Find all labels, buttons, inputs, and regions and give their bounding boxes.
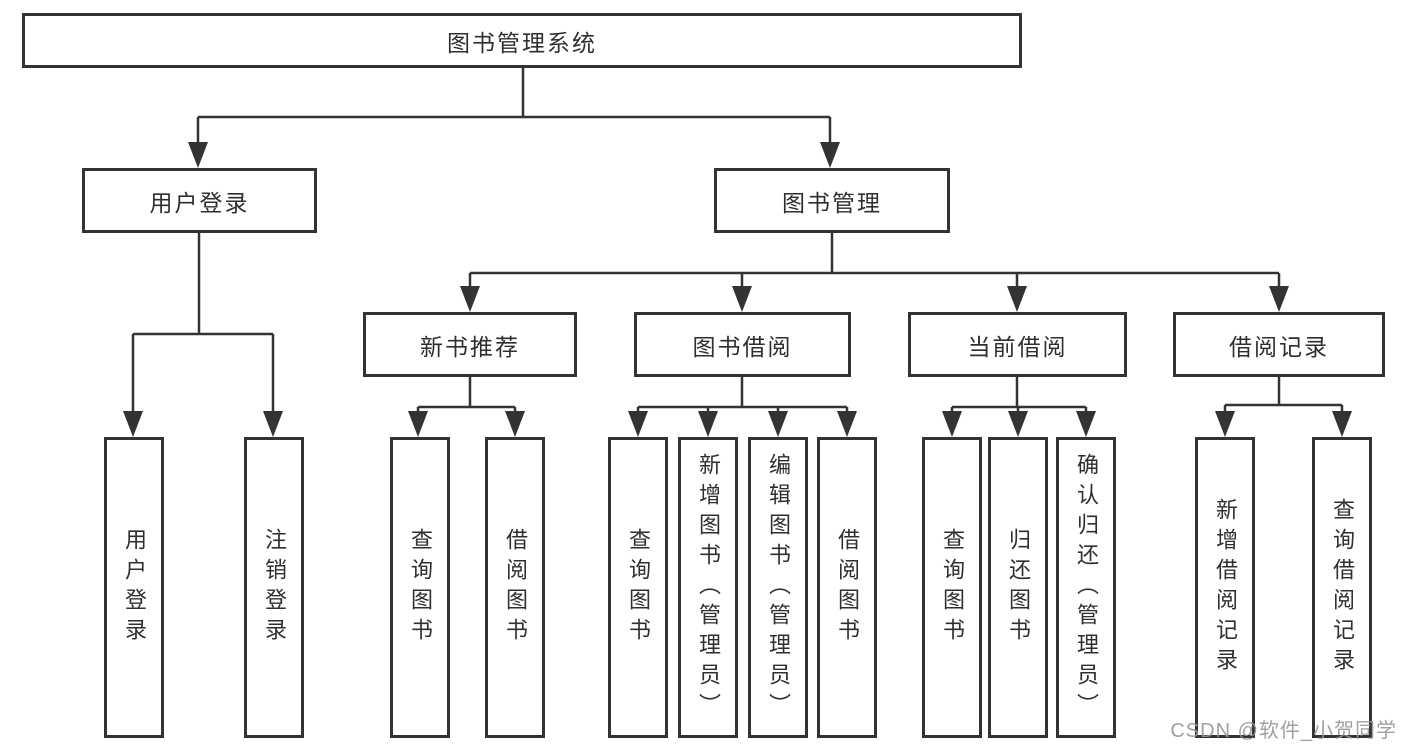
connector-user-login-to-leaves: [131, 233, 275, 418]
connector-lines: [131, 68, 1344, 418]
leaf-add-book-admin: 新增图书（管理员）: [678, 437, 738, 738]
arrow-down-icon: [123, 411, 143, 437]
connector-root-to-level2: [196, 68, 832, 148]
leaf-query-book-current: 查询图书: [922, 437, 982, 738]
node-book-management: 图书管理: [714, 168, 950, 233]
leaf-borrow-book: 借阅图书: [817, 437, 877, 738]
node-user-login: 用户登录: [82, 168, 317, 233]
arrow-down-icon: [263, 411, 283, 437]
connector-book-borrow-to-leaves: [636, 377, 849, 418]
arrow-down-icon: [1269, 286, 1289, 312]
arrow-down-icon: [768, 411, 788, 437]
leaf-query-book-borrow: 查询图书: [608, 437, 668, 738]
arrow-down-icon: [698, 411, 718, 437]
leaf-borrow-book-recommend: 借阅图书: [485, 437, 545, 738]
arrow-down-icon: [188, 142, 208, 168]
connector-borrow-record-to-leaves: [1223, 377, 1344, 418]
leaf-user-login: 用户登录: [104, 437, 164, 738]
arrow-down-icon: [1332, 411, 1352, 437]
arrow-down-icon: [732, 286, 752, 312]
leaf-edit-book-admin: 编辑图书（管理员）: [748, 437, 808, 738]
leaf-logout: 注销登录: [244, 437, 304, 738]
node-new-book-recommend: 新书推荐: [363, 312, 577, 377]
arrow-down-icon: [1076, 411, 1096, 437]
connector-new-book-to-leaves: [416, 377, 517, 418]
node-book-borrow: 图书借阅: [634, 312, 851, 377]
arrow-down-icon: [1215, 411, 1235, 437]
arrow-down-icon: [1008, 411, 1028, 437]
leaf-query-book-recommend: 查询图书: [390, 437, 450, 738]
arrow-down-icon: [505, 411, 525, 437]
connector-book-management-to-level3: [468, 233, 1281, 292]
leaf-confirm-return-admin: 确认归还（管理员）: [1056, 437, 1116, 738]
arrow-down-icon: [820, 142, 840, 168]
node-current-borrow: 当前借阅: [908, 312, 1127, 377]
arrow-down-icon: [1007, 286, 1027, 312]
node-borrow-records: 借阅记录: [1173, 312, 1385, 377]
arrow-down-icon: [628, 411, 648, 437]
leaf-return-book: 归还图书: [988, 437, 1048, 738]
leaf-query-borrow-record: 查询借阅记录: [1312, 437, 1372, 738]
node-library-management-system: 图书管理系统: [22, 13, 1022, 68]
leaf-add-borrow-record: 新增借阅记录: [1195, 437, 1255, 738]
arrow-down-icon: [837, 411, 857, 437]
arrowheads: [123, 142, 1352, 437]
arrow-down-icon: [408, 411, 428, 437]
arrow-down-icon: [942, 411, 962, 437]
arrow-down-icon: [460, 286, 480, 312]
